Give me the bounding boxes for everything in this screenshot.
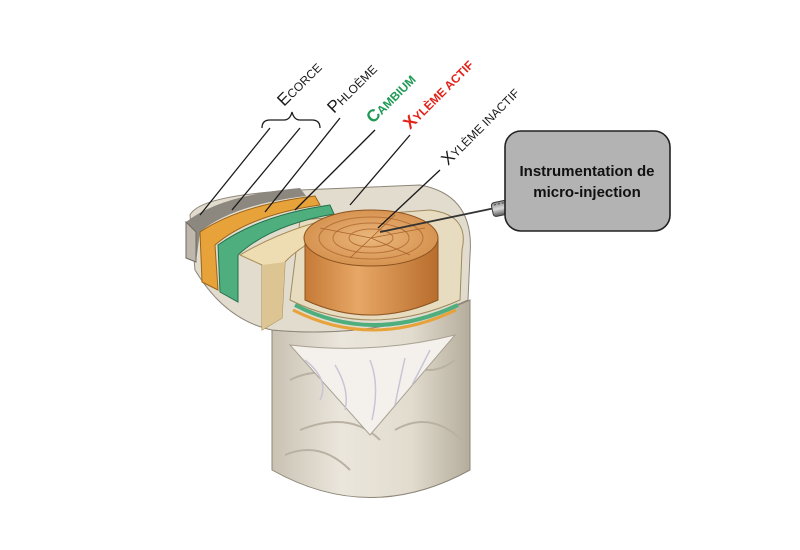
phloem-layer bbox=[199, 195, 321, 291]
leader-xyleme-inactif bbox=[377, 169, 441, 229]
leader-ecorce-a bbox=[199, 127, 271, 216]
callout-line-1: Instrumentation de bbox=[519, 163, 654, 180]
callout-line-2: micro-injection bbox=[533, 184, 641, 201]
callout-box: Instrumentation de micro-injection bbox=[504, 130, 671, 232]
layer-labels: ECORCE PHLOÈME CAMBIUM XYLÈME ACTIF XYLÈ… bbox=[273, 55, 522, 169]
trunk-body bbox=[271, 299, 471, 498]
bark-layer bbox=[185, 188, 306, 263]
heartwood-core bbox=[303, 209, 439, 316]
leader-ecorce-b bbox=[231, 127, 301, 211]
cambium-layer bbox=[217, 204, 335, 303]
leader-lines bbox=[199, 111, 441, 229]
ecorce-brace bbox=[261, 111, 321, 129]
label-xyleme-actif: XYLÈME ACTIF bbox=[399, 55, 477, 133]
leader-xyleme-actif bbox=[349, 134, 411, 206]
leader-phloeme bbox=[264, 117, 341, 213]
leader-cambium bbox=[294, 129, 376, 211]
label-ecorce: ECORCE bbox=[273, 58, 325, 110]
sapwood-layer bbox=[238, 211, 372, 331]
